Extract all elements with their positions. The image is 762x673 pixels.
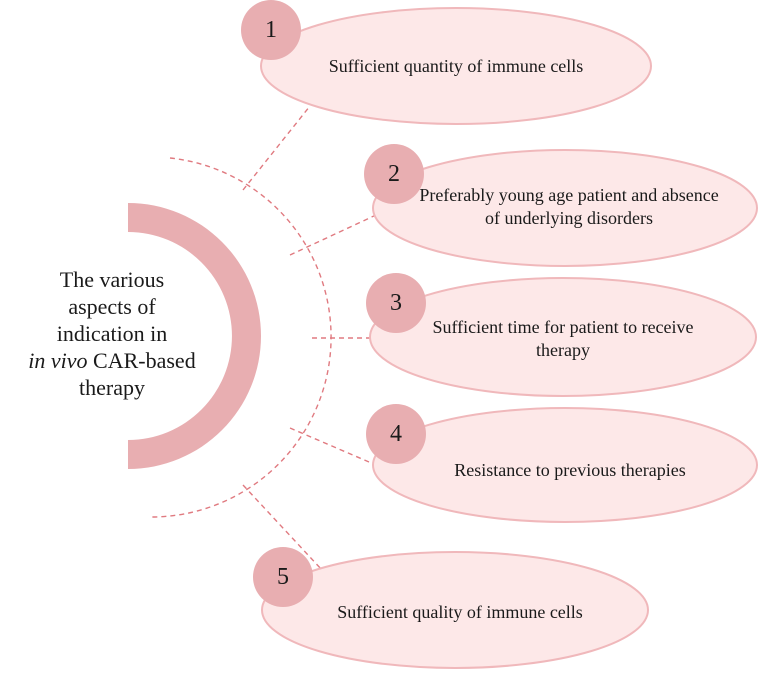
center-arc: [128, 203, 261, 469]
item-number-4: 4: [390, 420, 402, 447]
item-number-3: 3: [390, 289, 402, 316]
connector-2: [289, 214, 377, 256]
item-text-5: Sufficient quality of immune cells: [337, 601, 583, 622]
item-ellipse-5: [261, 551, 649, 669]
center-line-1: The various: [59, 267, 165, 292]
number-circle-2: [364, 144, 424, 204]
item-ellipse-4: [372, 407, 758, 523]
item-ellipse-3: [369, 277, 757, 397]
number-circle-5: [253, 547, 313, 607]
item-ellipse-1: [260, 7, 652, 125]
center-line-4: in vivo CAR-based: [12, 347, 212, 374]
number-circle-1: [241, 0, 301, 60]
item-number-1: 1: [265, 16, 277, 43]
number-circle-4: [366, 404, 426, 464]
center-line-2: aspects of: [68, 294, 156, 319]
item-text-2: Preferably young age patient and absence…: [419, 185, 719, 228]
connector-5: [242, 484, 323, 571]
number-circle-3: [366, 273, 426, 333]
center-label: The various aspects of indication in in …: [12, 266, 212, 401]
item-text-4: Resistance to previous therapies: [454, 459, 686, 480]
item-ellipse-2: [372, 149, 758, 267]
center-italic-term: in vivo: [28, 348, 88, 373]
item-number-5: 5: [277, 563, 289, 590]
connector-4: [289, 427, 377, 466]
item-number-2: 2: [388, 160, 400, 187]
center-line-4-rest: CAR-based: [87, 348, 196, 373]
item-text-1: Sufficient quantity of immune cells: [328, 55, 584, 76]
item-text-3: Sufficient time for patient to receive t…: [432, 317, 694, 360]
outer-dashed-arc: [151, 157, 332, 518]
center-line-5: therapy: [79, 375, 145, 400]
center-line-3: indication in: [56, 321, 168, 346]
connector-1: [242, 105, 311, 191]
